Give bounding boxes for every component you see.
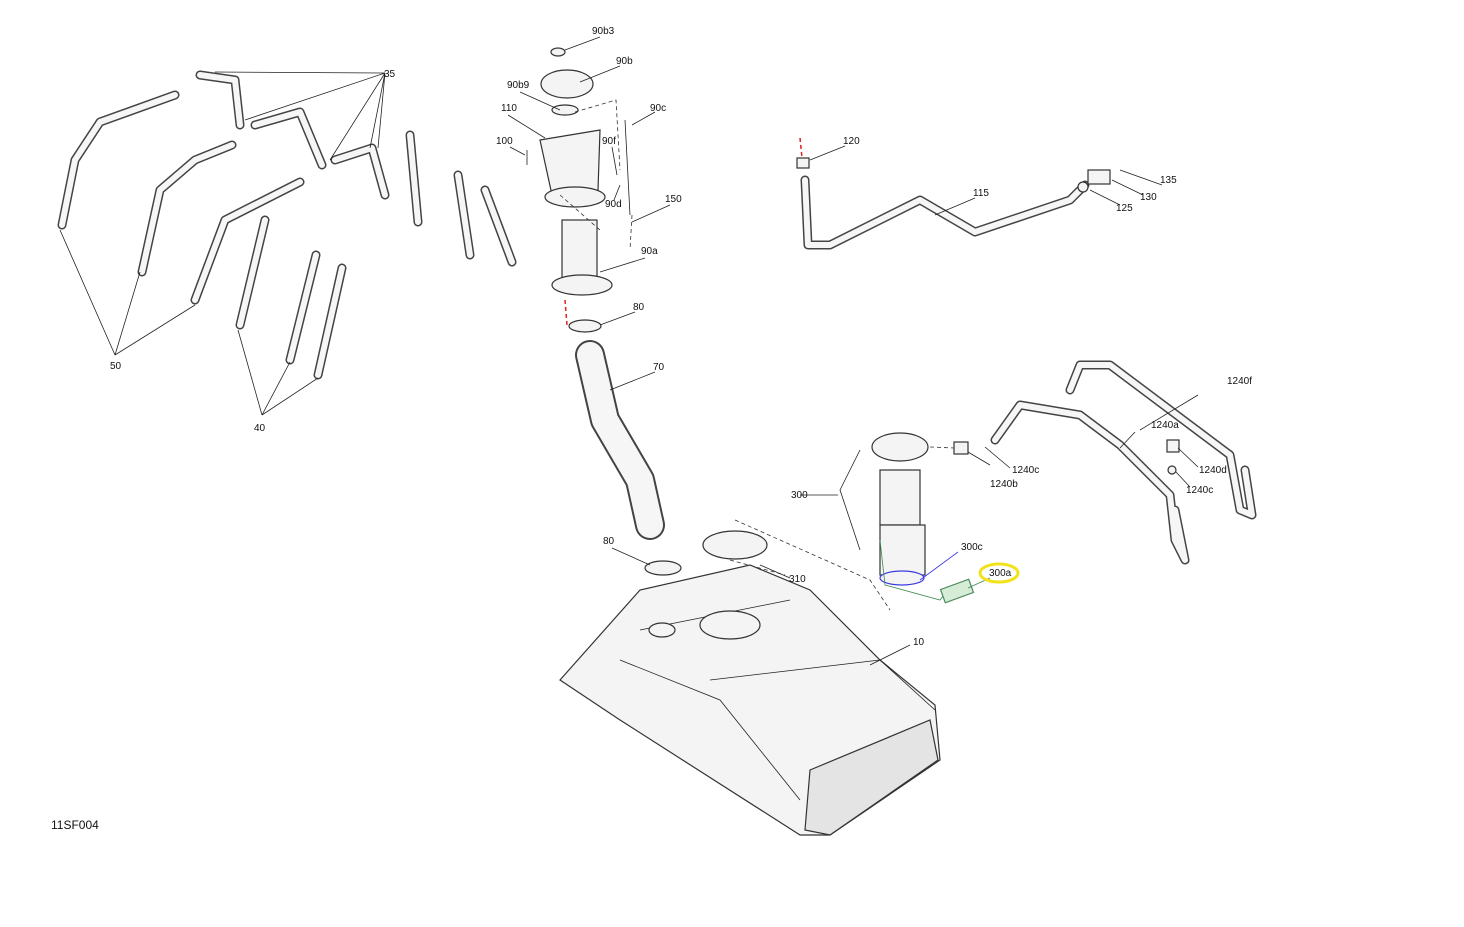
- callout-125[interactable]: 125: [1116, 203, 1133, 214]
- callout-135[interactable]: 135: [1160, 175, 1177, 186]
- callout-115[interactable]: 115: [973, 188, 989, 199]
- callout-310[interactable]: 310: [789, 574, 806, 585]
- filler-funnel-110[interactable]: [526, 119, 631, 216]
- strap-50-group[interactable]: [57, 90, 305, 305]
- hose-1240a[interactable]: [990, 400, 1190, 565]
- callout-120[interactable]: 120: [843, 136, 860, 147]
- clamp-80[interactable]: [644, 560, 682, 576]
- callout-300c[interactable]: 300c: [961, 542, 983, 553]
- callout-110[interactable]: 110: [501, 103, 517, 114]
- gasket-310[interactable]: [702, 530, 768, 560]
- callout-70[interactable]: 70: [653, 362, 665, 373]
- callout-1240f[interactable]: 1240f: [1227, 376, 1252, 387]
- fitting-1240d[interactable]: [1166, 439, 1180, 453]
- fuel-pump-300[interactable]: [800, 432, 991, 604]
- callout-40[interactable]: 40: [254, 423, 266, 434]
- callout-130[interactable]: 130: [1140, 192, 1157, 203]
- vent-hose-115[interactable]: [796, 157, 1111, 250]
- diagram-id: 11SF004: [51, 818, 99, 832]
- hose-1240f[interactable]: [1065, 360, 1257, 520]
- callout-90d[interactable]: 90d: [605, 199, 622, 210]
- callout-90b3[interactable]: 90b3: [592, 26, 615, 37]
- callout-90b9[interactable]: 90b9: [507, 80, 530, 91]
- callout-1240c[interactable]: 1240c: [1012, 465, 1039, 476]
- callout-300[interactable]: 300: [791, 490, 808, 501]
- callout-300a[interactable]: 300a: [989, 568, 1012, 579]
- highlight-ring: [978, 562, 1020, 584]
- callout-10[interactable]: 10: [913, 637, 925, 648]
- callout-90c[interactable]: 90c: [650, 103, 666, 114]
- strap-40-group[interactable]: [235, 215, 347, 380]
- callout-150[interactable]: 150: [665, 194, 682, 205]
- callout-1240a[interactable]: 1240a: [1151, 420, 1179, 431]
- callout-80[interactable]: 80: [633, 302, 645, 313]
- callout-90f[interactable]: 90f: [602, 136, 616, 147]
- fuel-tank-10[interactable]: [559, 564, 941, 836]
- callout-50[interactable]: 50: [110, 361, 122, 372]
- filler-tube-90a[interactable]: [551, 219, 613, 333]
- filler-cap-90b[interactable]: [540, 47, 594, 116]
- callout-100[interactable]: 100: [496, 136, 513, 147]
- callout-80-2[interactable]: 80: [603, 536, 615, 547]
- callout-35[interactable]: 35: [384, 69, 396, 80]
- callout-90b[interactable]: 90b: [616, 56, 633, 67]
- callout-90a[interactable]: 90a: [641, 246, 658, 257]
- callout-1240b[interactable]: 1240b: [990, 479, 1018, 490]
- filler-hose-70[interactable]: [575, 340, 665, 540]
- callout-1240d[interactable]: 1240d: [1199, 465, 1227, 476]
- callout-1240c-2[interactable]: 1240c: [1186, 485, 1213, 496]
- strap-35-group[interactable]: [195, 70, 517, 267]
